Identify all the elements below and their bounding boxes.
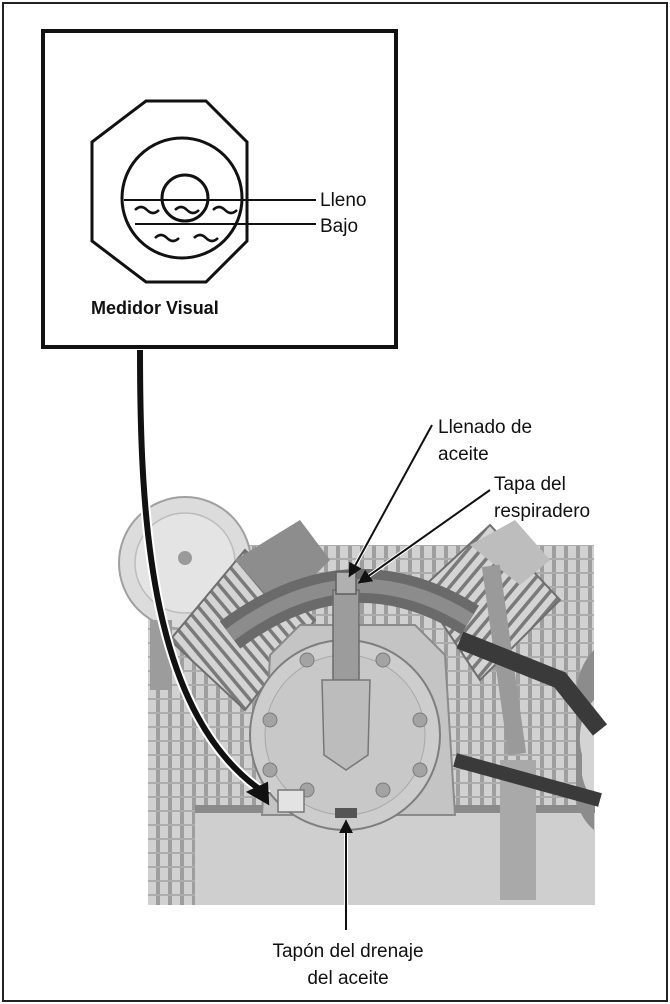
breather-cap-label-line1: Tapa del [494,474,566,495]
level-low-label: Bajo [320,216,358,237]
sight-glass [277,789,305,813]
gauge-inner-ring [160,173,210,223]
oil-fill-label-line1: Llenado de [438,417,532,438]
drain-plug-label-line1: Tapón del drenaje [272,941,423,962]
oil-fill-label-line2: aceite [438,444,489,465]
oil-fill-arrow [348,424,433,578]
gauge-octagon [90,99,249,284]
breather-cap-arrow [357,489,491,584]
gauge-outer-ring [120,136,244,260]
drain-plug [335,808,357,818]
compressor-illustration [5,496,608,920]
breather-cap [335,571,357,595]
inset-title: Medidor Visual [91,298,219,318]
oil-fill-tube [321,571,371,771]
inset-pointer-arrow [137,349,270,798]
crankcase [249,624,457,831]
sight-gauge-inset: Lleno Bajo Medidor Visual [41,29,398,349]
inset-frame [41,29,398,349]
breather-cap-label-line2: respiradero [494,501,590,522]
drain-plug-label-line2: del aceite [307,968,388,989]
oil-waves [134,205,238,243]
level-full-label: Lleno [320,190,367,211]
